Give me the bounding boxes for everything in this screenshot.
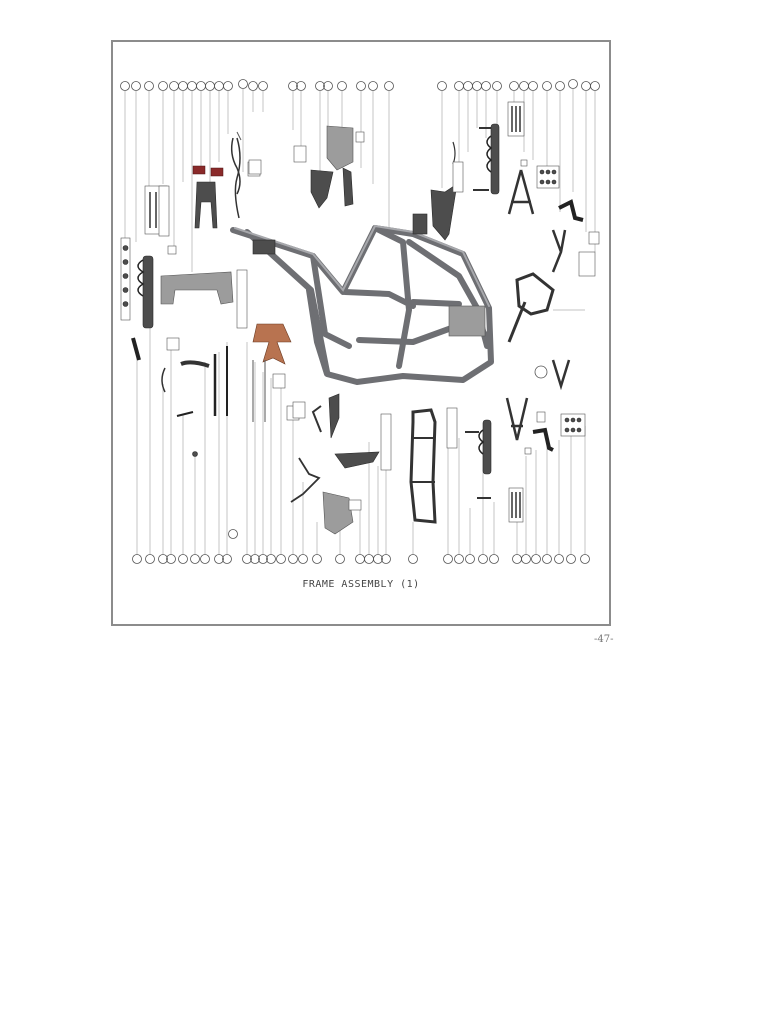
- left-parts: [120, 137, 380, 535]
- right-parts: [473, 101, 600, 523]
- bottom-center-parts: [292, 401, 492, 524]
- exploded-diagram-drawing: FRAME ASSEMBLY (1): [120, 79, 600, 590]
- diagram-caption: FRAME ASSEMBLY (1): [302, 579, 419, 590]
- page-number: -47-: [594, 634, 614, 645]
- exploded-diagram-figure: FRAME ASSEMBLY (1): [111, 40, 611, 626]
- top-center-parts: [230, 125, 464, 241]
- main-frame: [230, 213, 494, 385]
- top-callouts: [120, 79, 600, 272]
- bottom-callouts: [132, 306, 590, 564]
